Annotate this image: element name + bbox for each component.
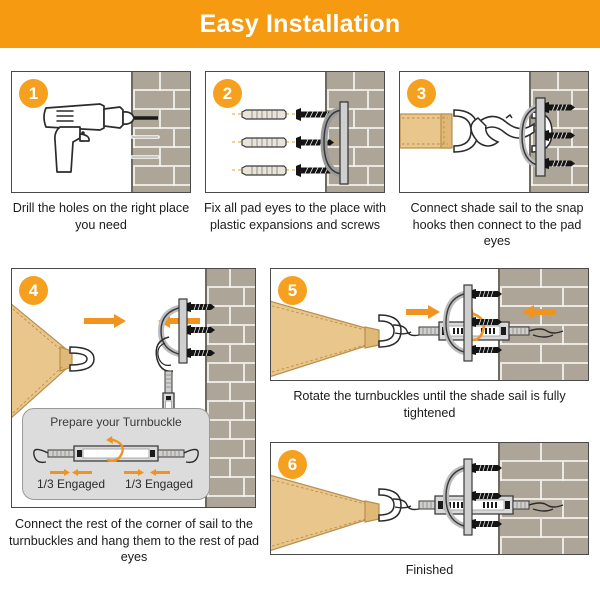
wall-edge [205, 269, 207, 507]
brick-wall [500, 443, 588, 554]
step-caption-6: Finished [405, 563, 454, 577]
step-panel-3: 3 [399, 71, 589, 193]
step-badge-2: 2 [213, 79, 242, 108]
step-panel-5: 5 [270, 268, 589, 381]
inset-title: Prepare your Turnbuckle [50, 415, 182, 429]
drill-icon [43, 103, 158, 173]
step-panel-6: 6 [270, 442, 589, 555]
step-panel-4: Prepare your Turnbuckle [11, 268, 256, 508]
brick-wall [500, 269, 588, 380]
engagement-label-right: 1/3 Engaged [124, 477, 194, 491]
header-banner: Easy Installation [0, 0, 600, 48]
step-panel-2: 2 [205, 71, 385, 193]
shade-sail-corner-icon [400, 113, 453, 149]
step-caption-5: Rotate the turnbuckles until the shade s… [293, 389, 566, 420]
turnbuckle-diagram-icon [33, 436, 199, 476]
anchors-and-screws-icon [232, 101, 349, 185]
step-badge-1: 1 [19, 79, 48, 108]
shade-sail-corner-icon [271, 300, 380, 377]
step-caption-3: Connect shade sail to the snap hooks the… [410, 201, 584, 249]
engagement-label-left: 1/3 Engaged [36, 477, 106, 491]
finished-assembly-icon [378, 488, 564, 522]
shade-sail-corner-icon [12, 303, 95, 419]
tension-arrows-icon [406, 305, 556, 319]
pad-eye-plate-icon [518, 97, 575, 177]
step-caption-4: Connect the rest of the corner of sail t… [9, 517, 259, 565]
pad-eye-plate-icon [442, 458, 502, 536]
step-badge-4: 4 [19, 276, 48, 305]
shade-sail-corner-icon [271, 474, 380, 551]
step-badge-6: 6 [278, 450, 307, 479]
step-badge-3: 3 [407, 79, 436, 108]
step-caption-2: Fix all pad eyes to the place with plast… [203, 201, 386, 232]
step-badge-5: 5 [278, 276, 307, 305]
drilled-holes-icon [130, 135, 160, 159]
turnbuckle-inset-box: Prepare your Turnbuckle [22, 408, 210, 500]
step-panel-1: 1 [11, 71, 191, 193]
page-title: Easy Installation [199, 9, 401, 38]
step-caption-1: Drill the holes on the right place you n… [12, 201, 190, 232]
brick-wall [133, 72, 190, 192]
pad-eye-plate-icon [442, 284, 502, 362]
wall-edge [131, 72, 133, 192]
